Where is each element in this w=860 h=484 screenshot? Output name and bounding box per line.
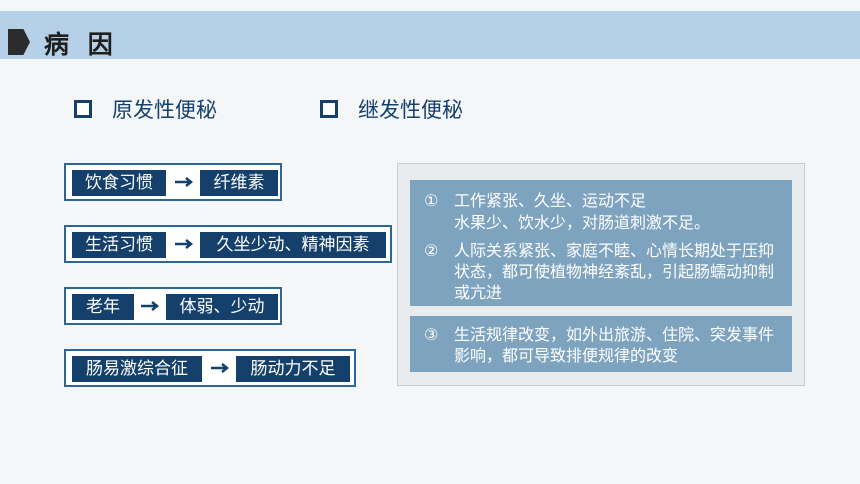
cause-row: 肠易激综合征 肠动力不足 <box>64 349 356 387</box>
cause-result: 体弱、少动 <box>166 294 278 320</box>
cause-factor: 肠易激综合征 <box>72 356 202 382</box>
header-bar: 病 因 <box>0 11 860 59</box>
secondary-card: ① 工作紧张、久坐、运动不足 水果少、饮水少，对肠道刺激不足。 ② 人际关系紧张… <box>410 180 792 306</box>
arrow-right-icon <box>211 363 230 373</box>
arrow-right-icon <box>175 177 194 187</box>
cause-factor: 老年 <box>72 294 134 320</box>
cause-factor: 饮食习惯 <box>72 170 166 196</box>
item-number: ③ <box>424 325 439 344</box>
cause-row: 饮食习惯 纤维素 <box>64 163 282 201</box>
secondary-causes-panel: ① 工作紧张、久坐、运动不足 水果少、饮水少，对肠道刺激不足。 ② 人际关系紧张… <box>397 163 805 386</box>
item-number: ① <box>424 191 439 210</box>
type-primary: 原发性便秘 <box>74 95 217 123</box>
item-text: 工作紧张、久坐、运动不足 <box>454 191 647 210</box>
page-title: 病 因 <box>44 30 118 59</box>
header-marker-icon <box>8 29 30 55</box>
secondary-card: ③ 生活规律改变，如外出旅游、住院、突发事件影响，都可导致排便规律的改变 <box>410 316 792 372</box>
type-label: 原发性便秘 <box>112 98 217 122</box>
item-text: 人际关系紧张、家庭不睦、心情长期处于压抑状态，都可使植物神经紊乱，引起肠蠕动抑制… <box>454 241 775 302</box>
arrow-right-icon <box>141 301 160 311</box>
checkbox-icon <box>74 100 92 118</box>
type-secondary: 继发性便秘 <box>320 95 463 123</box>
cause-row: 老年 体弱、少动 <box>64 287 282 325</box>
cause-factor: 生活习惯 <box>72 232 166 258</box>
cause-row: 生活习惯 久坐少动、精神因素 <box>64 225 392 263</box>
item-subtext: 水果少、饮水少，对肠道刺激不足。 <box>454 213 711 232</box>
checkbox-icon <box>320 100 338 118</box>
type-label: 继发性便秘 <box>358 98 463 122</box>
cause-result: 久坐少动、精神因素 <box>200 232 386 258</box>
arrow-right-icon <box>175 239 194 249</box>
item-text: 生活规律改变，如外出旅游、住院、突发事件影响，都可导致排便规律的改变 <box>454 325 775 365</box>
item-number: ② <box>424 241 439 260</box>
cause-result: 纤维素 <box>200 170 278 196</box>
cause-result: 肠动力不足 <box>236 356 350 382</box>
